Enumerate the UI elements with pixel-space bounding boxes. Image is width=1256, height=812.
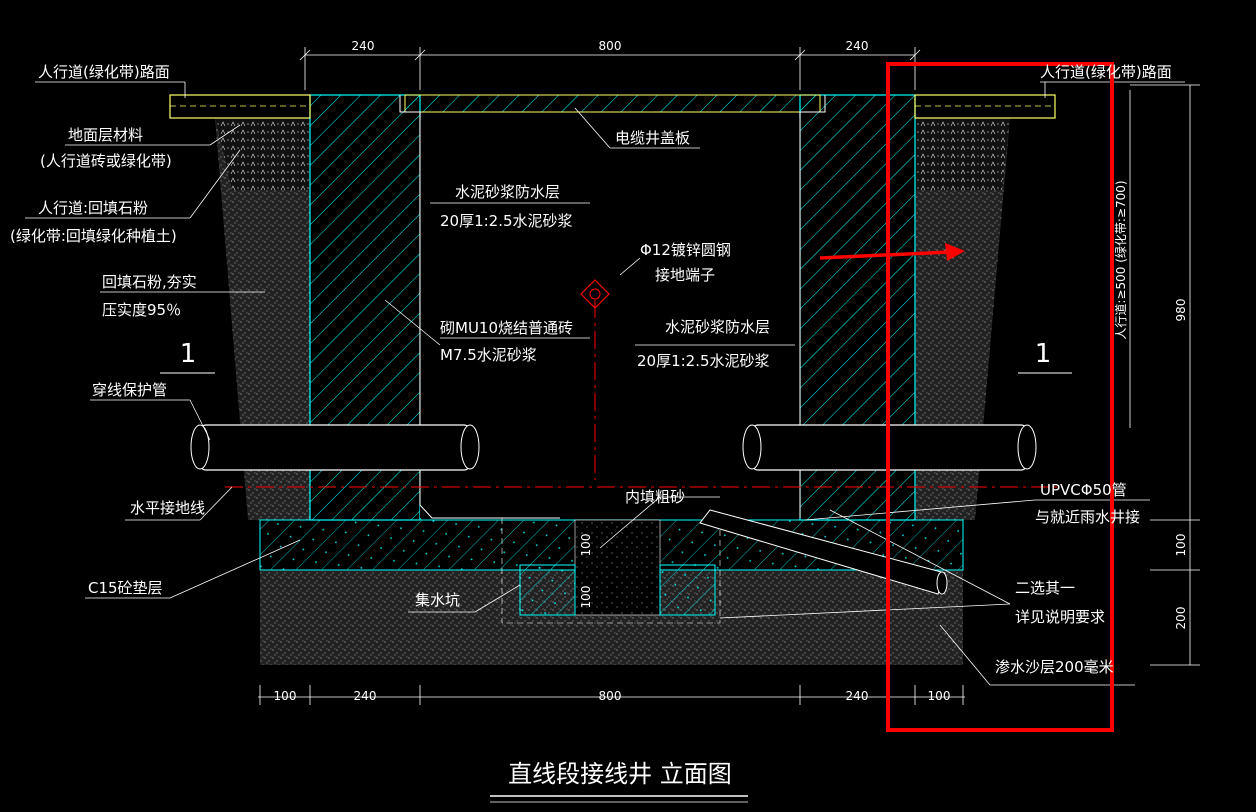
arrow-right-icon (819, 243, 965, 261)
dim-right-980: 980 (1174, 299, 1188, 322)
label-backfill-compact: 回填石粉,夯实 (102, 273, 197, 291)
label-seepage: 渗水沙层200毫米 (995, 658, 1114, 676)
label-upvc-2: 与就近雨水井接 (1035, 508, 1140, 526)
label-surface-material: 地面层材料 (68, 126, 143, 144)
dim-bottom-2: 240 (354, 689, 377, 703)
backfill-left (215, 118, 310, 520)
backfill-right (915, 118, 1010, 520)
label-see-notes: 详见说明要求 (1015, 608, 1105, 626)
label-surface-material-note: (人行道砖或绿化带) (40, 152, 172, 170)
label-road-left: 人行道(绿化带)路面 (38, 63, 170, 81)
dimension-lines-top (299, 47, 921, 90)
label-mortar-left-2: 20厚1:2.5水泥砂浆 (440, 212, 573, 230)
label-backfill-green: (绿化带:回填绿化种植土) (10, 227, 177, 245)
pavement-right (914, 94, 1056, 119)
depth-note: 人行道:≥500 (绿化带:≥700) (1113, 180, 1128, 339)
label-mortar-right-1: 水泥砂浆防水层 (665, 318, 770, 336)
inner-dim-100a: 100 (579, 534, 593, 557)
dim-bottom-1: 100 (274, 689, 297, 703)
label-cover: 电缆井盖板 (615, 129, 690, 147)
label-upvc: UPVCΦ50管 (1040, 481, 1127, 499)
dimension-lines-right (1129, 84, 1200, 666)
ground-terminal-icon (580, 279, 610, 309)
label-c15: C15砼垫层 (88, 579, 163, 597)
section-mark-left: 1 (180, 339, 197, 369)
label-brick-2: M7.5水泥砂浆 (440, 346, 537, 364)
dim-bottom-5: 100 (928, 689, 951, 703)
dim-bottom-4: 240 (846, 689, 869, 703)
dim-right-200: 200 (1174, 607, 1188, 630)
leader-lines (25, 81, 1185, 686)
dim-top-2: 800 (599, 39, 622, 53)
dim-top-3: 240 (846, 39, 869, 53)
section-mark-right: 1 (1035, 339, 1052, 369)
label-inner-sand: 内填粗砂 (625, 488, 685, 506)
label-compaction: 压实度95％ (102, 301, 181, 319)
label-steel-2: 接地端子 (655, 266, 715, 284)
label-mortar-left-1: 水泥砂浆防水层 (455, 183, 560, 201)
label-choose: 二选其一 (1015, 579, 1075, 597)
dim-bottom-3: 800 (599, 689, 622, 703)
dim-right-100: 100 (1174, 534, 1188, 557)
drawing-title: 直线段接线井 立面图 (508, 760, 732, 788)
inner-dim-100b: 100 (579, 586, 593, 609)
dim-top-1: 240 (352, 39, 375, 53)
cover-plate (404, 94, 821, 113)
pavement-left (169, 94, 311, 119)
upvc-drain-pipe (699, 509, 946, 595)
conduit-pipe-left (190, 424, 480, 471)
label-ground-wire: 水平接地线 (130, 499, 205, 517)
label-mortar-right-2: 20厚1:2.5水泥砂浆 (637, 352, 770, 370)
label-brick-1: 砌MU10烧结普通砖 (440, 319, 573, 337)
sump-outline (501, 497, 721, 624)
dimension-lines-bottom (258, 685, 965, 705)
label-steel-1: Φ12镀锌圆钢 (640, 241, 731, 259)
label-sump: 集水坑 (415, 591, 460, 609)
highlight-box (886, 62, 1114, 732)
label-conduit: 穿线保护管 (92, 381, 167, 399)
well-cavity (420, 118, 800, 518)
label-road-right: 人行道(绿化带)路面 (1040, 63, 1172, 81)
label-backfill-stone: 人行道:回填石粉 (38, 199, 148, 217)
